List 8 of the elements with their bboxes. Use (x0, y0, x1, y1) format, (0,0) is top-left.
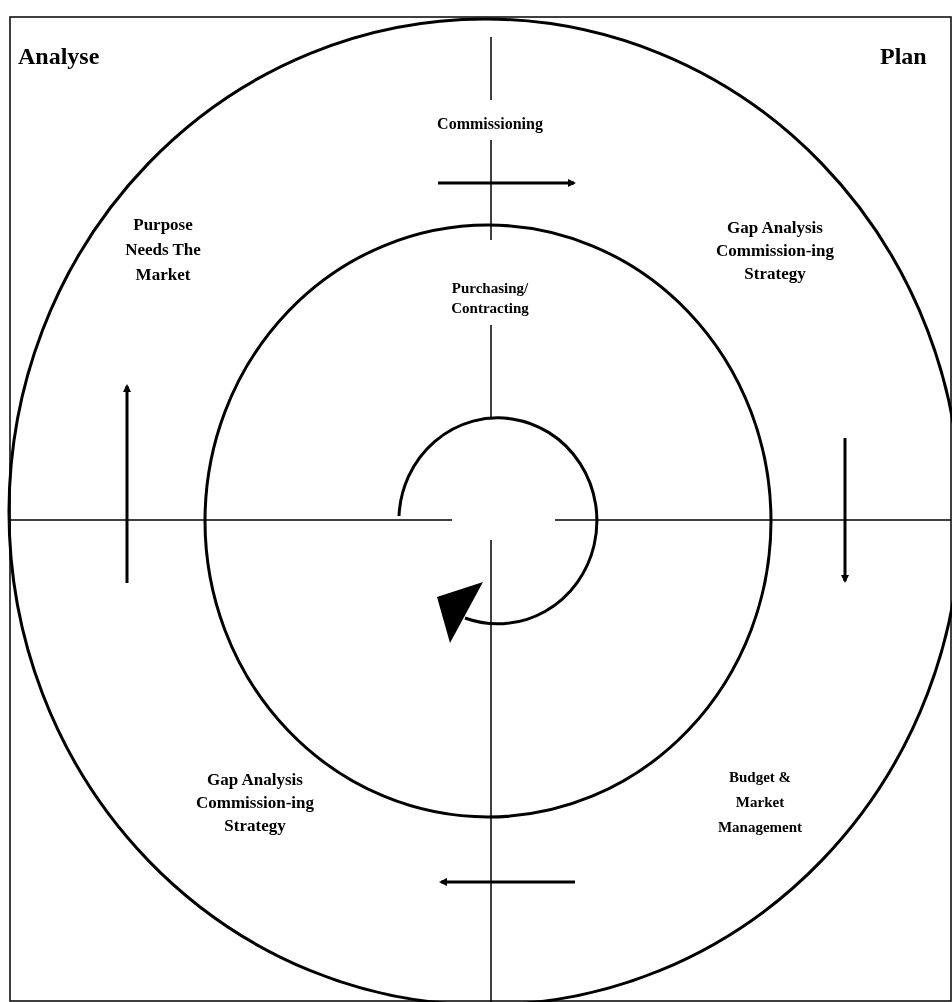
phase-label: Commissioning (436, 114, 544, 135)
phase-label: Purpose Needs The Market (124, 214, 202, 286)
phase-label: Purchasing/ Contracting (450, 279, 530, 318)
phase-label: Gap Analysis Commission-ing Strategy (714, 217, 836, 285)
phase-label: Budget & Market Management (716, 768, 804, 837)
quadrant-label: Analyse (18, 42, 101, 71)
phase-label: Gap Analysis Commission-ing Strategy (194, 769, 316, 837)
quadrant-label: Plan (880, 42, 928, 71)
